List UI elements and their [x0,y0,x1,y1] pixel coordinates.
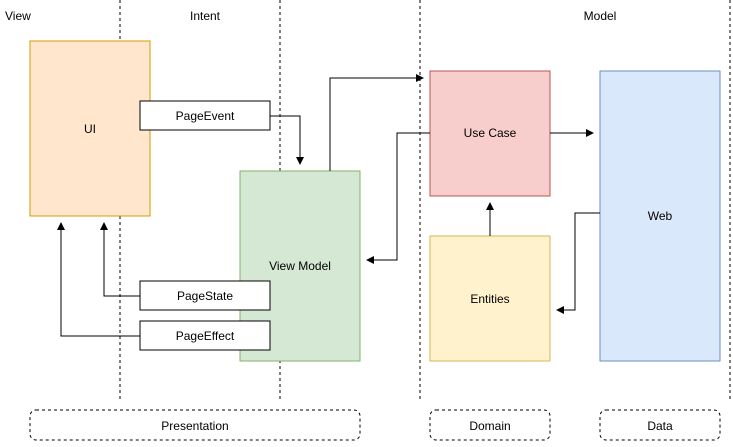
group-presentation-label: Presentation [161,419,228,433]
entities-box [429,235,551,362]
page-state-label: PageState [177,289,233,303]
page-effect-label: PageEffect [176,329,235,343]
group-domain: Domain [429,409,551,441]
arrow-page-state-to-ui [100,222,140,297]
arrow-use-case-to-view-model [366,132,430,264]
page-event-node[interactable]: PageEvent [139,100,271,131]
view-model-label: View Model [269,259,331,273]
web-label: Web [648,209,673,223]
entities-label: Entities [470,292,509,306]
group-data-label: Data [647,419,673,433]
web-node[interactable]: Web [599,70,721,362]
arrow-page-event-to-view-model [270,115,304,165]
group-presentation-outline [29,409,361,441]
group-presentation: Presentation [29,409,361,441]
use-case-label: Use Case [464,126,517,140]
web-box [599,70,721,362]
use-case-node[interactable]: Use Case [429,70,551,197]
arrow-page-effect-to-ui [57,222,140,337]
page-event-box [139,100,271,131]
column-header-model: Model [584,9,617,23]
page-effect-node[interactable]: PageEffect [139,320,271,351]
use-case-box [429,70,551,197]
group-domain-outline [429,409,551,441]
ui-node[interactable]: UI [29,40,151,217]
column-header-view: View [5,9,31,23]
column-header-intent: Intent [190,9,221,23]
entities-node[interactable]: Entities [429,235,551,362]
ui-label: UI [84,122,96,136]
arrow-web-to-entities [556,212,600,314]
page-event-label: PageEvent [176,109,235,123]
arrow-view-model-to-use-case [329,74,424,171]
page-state-node[interactable]: PageState [139,280,271,311]
group-domain-label: Domain [469,419,510,433]
group-data: Data [599,409,721,441]
ui-box [29,40,151,217]
group-data-outline [599,409,721,441]
